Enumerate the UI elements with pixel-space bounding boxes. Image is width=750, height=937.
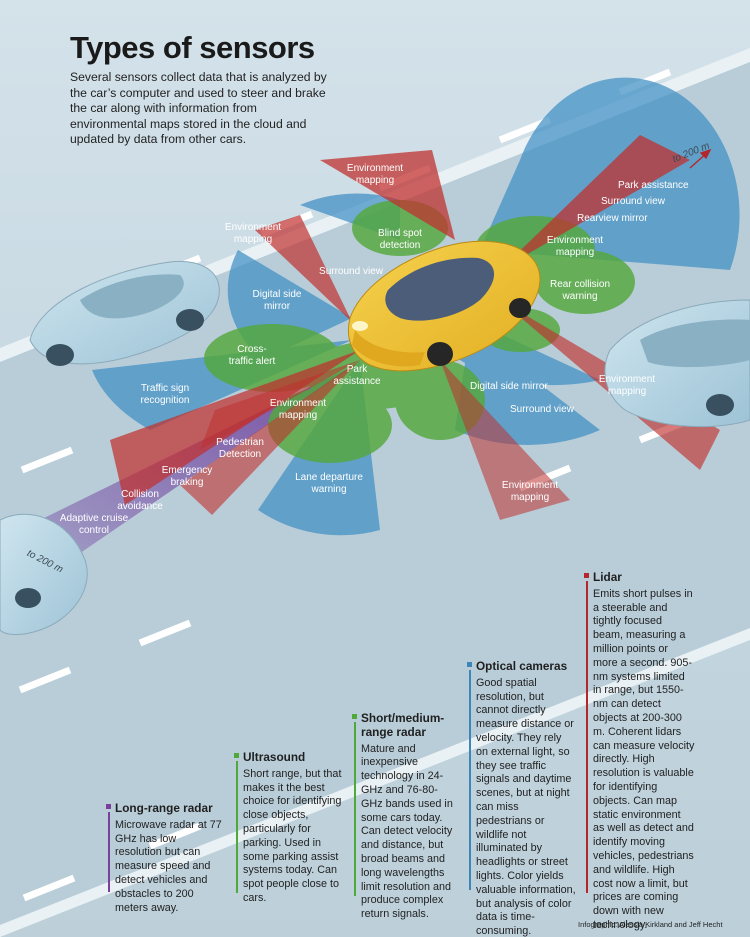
legend-title-ultrasound: Ultrasound	[243, 750, 306, 764]
lidar-beam-left-top	[255, 215, 352, 322]
legend-title-long-range: Long-range radar	[115, 801, 213, 815]
label-digital-left: Digital side mirror	[252, 289, 302, 312]
legend-bar-optical	[469, 670, 471, 890]
legend-text-optical: Good spatial resolution, but cannot dire…	[476, 676, 576, 937]
legend-bar-long-range	[108, 812, 110, 892]
intro-text: Several sensors collect data that is ana…	[70, 70, 327, 147]
label-park-assist-rear: Park assistance	[618, 180, 689, 191]
legend-bar-ultrasound	[236, 761, 238, 893]
label-env-right: Environment mapping	[598, 374, 656, 397]
legend-marker-ultrasound	[234, 753, 239, 758]
label-emergency: Emergency braking	[161, 465, 213, 488]
legend-text-ultrasound: Short range, but that makes it the best …	[243, 767, 342, 904]
legend-marker-optical	[467, 662, 472, 667]
label-env-left-top: Environment mapping	[224, 222, 282, 245]
page-title: Types of sensors	[70, 30, 315, 65]
road-edge-bottom	[0, 628, 750, 937]
legend-bar-lidar	[586, 581, 588, 893]
label-cross-traffic: Cross-traffic alert	[228, 344, 276, 367]
legend-long-range: Long-range radar Microwave radar at 77 G…	[106, 801, 223, 915]
legend-marker-short-medium	[352, 714, 357, 719]
legend-lidar: Lidar Emits short pulses in a steerable …	[584, 570, 695, 933]
legend-text-short-medium: Mature and inexpensive technology in 24-…	[361, 742, 453, 921]
legend-text-long-range: Microwave radar at 77 GHz has low resolu…	[115, 818, 222, 914]
car-bottom-left	[0, 513, 88, 635]
label-acc: Adaptive cruise control	[59, 513, 129, 536]
legend-bar-short-medium	[354, 722, 356, 896]
legend-optical: Optical cameras Good spatial resolution,…	[467, 659, 576, 937]
credit-line: Infographic: Alessia Kirkland and Jeff H…	[578, 920, 723, 929]
label-collision: Collision avoidance	[117, 489, 163, 512]
legend-title-lidar: Lidar	[593, 570, 622, 584]
label-surround-right: Surround view	[510, 404, 574, 415]
legend-title-short-medium: Short/medium-range radar	[361, 711, 445, 739]
label-env-bottom: Environment mapping	[501, 480, 559, 503]
range-arrows	[689, 148, 712, 169]
legend-text-lidar: Emits short pulses in a steerable and ti…	[593, 587, 695, 931]
car-right	[604, 299, 750, 428]
label-env-front: Environment mapping	[269, 398, 327, 421]
legend-short-medium: Short/medium-range radar Mature and inex…	[352, 711, 453, 922]
legend-marker-lidar	[584, 573, 589, 578]
car-left	[29, 260, 220, 366]
lidar-beam-front-3	[200, 360, 360, 450]
lidar-beam-front-2	[180, 360, 360, 515]
label-traffic-sign: Traffic sign recognition	[140, 383, 190, 406]
label-surround-top: Surround view	[319, 266, 383, 277]
label-blind-spot: Blind spot detection	[378, 228, 422, 251]
label-rearview: Rearview mirror	[577, 213, 648, 224]
legend-ultrasound: Ultrasound Short range, but that makes i…	[234, 750, 343, 906]
main-car	[347, 240, 541, 372]
label-env-rear: Environment mapping	[546, 235, 604, 258]
legend-title-optical: Optical cameras	[476, 659, 568, 673]
label-park-assist-front: Park assistance	[333, 364, 381, 387]
lidar-beam-rear-far	[500, 135, 690, 270]
label-pedestrian: Pedestrian Detection	[216, 437, 264, 460]
lidar-beam-top	[320, 150, 455, 240]
lidar-beam-bottom	[440, 360, 570, 520]
radar-zone-rear-collision	[535, 250, 635, 314]
label-surround-rear: Surround view	[601, 196, 665, 207]
label-digital-right: Digital side mirror	[470, 381, 548, 392]
label-lane-departure: Lane departure warning	[295, 472, 363, 495]
label-rear-collision: Rear collision warning	[549, 279, 611, 302]
label-env-top: Environment mapping	[346, 163, 404, 186]
legend-marker-long-range	[106, 804, 111, 809]
